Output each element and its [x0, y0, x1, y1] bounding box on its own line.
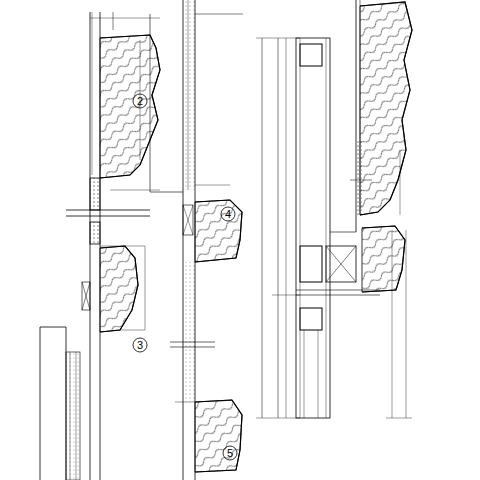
- callout-number: 4: [221, 208, 235, 220]
- callout-number: 2: [133, 95, 147, 107]
- callout-number: 3: [133, 339, 147, 351]
- callout-number: 5: [223, 447, 237, 459]
